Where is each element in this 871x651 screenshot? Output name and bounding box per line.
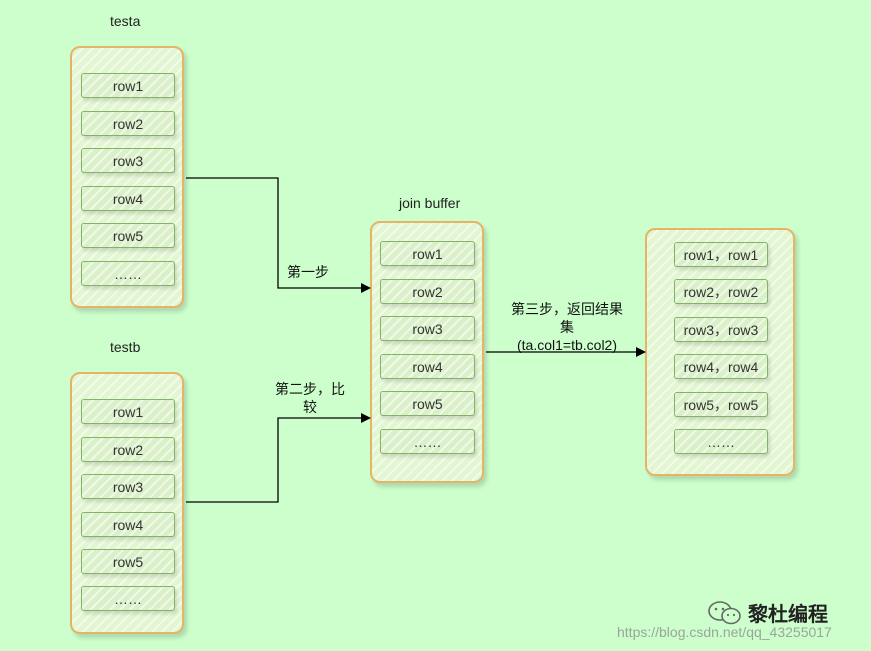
testa-row: row5 [81,223,175,248]
testa-row: row4 [81,186,175,211]
step2-arrow [186,413,371,503]
testb-row: row2 [81,437,175,462]
step2-label-line2: 较 [303,399,317,415]
join-buffer-title: join buffer [399,195,461,211]
join-buffer-row: row2 [380,279,475,304]
testb-row: row4 [81,512,175,537]
result-row: row2，row2 [674,279,768,304]
watermark-brand: 黎杜编程 [708,598,828,627]
testa-row: row1 [81,73,175,98]
testa-row: …… [81,261,175,286]
join-buffer-row: …… [380,429,475,454]
testb-row: row3 [81,474,175,499]
testa-row: row2 [81,111,175,136]
result-set: row1，row1 row2，row2 row3，row3 row4，row4 … [645,228,795,476]
testa-table: row1 row2 row3 row4 row5 …… [70,46,184,308]
step3-label: 第三步，返回结果 集 (ta.col1=tb.col2) [503,300,631,354]
testb-row: row1 [81,399,175,424]
step2-label-line1: 第二步，比 [275,381,345,397]
step2-label: 第二步，比 较 [270,380,350,416]
step1-arrow [186,177,371,293]
result-row: row3，row3 [674,317,768,342]
testb-table: row1 row2 row3 row4 row5 …… [70,372,184,634]
testb-row: …… [81,586,175,611]
testb-row: row5 [81,549,175,574]
result-row: row4，row4 [674,354,768,379]
join-buffer-row: row3 [380,316,475,341]
result-row: row1，row1 [674,242,768,267]
step3-label-line3: (ta.col1=tb.col2) [517,337,617,353]
join-buffer-row: row1 [380,241,475,266]
wechat-icon [708,600,741,624]
step3-label-line2: 集 [560,319,574,335]
result-row: …… [674,429,768,454]
result-row: row5，row5 [674,392,768,417]
join-buffer-row: row5 [380,391,475,416]
testa-title: testa [110,13,141,29]
join-buffer-row: row4 [380,354,475,379]
step3-label-line1: 第三步，返回结果 [511,301,623,317]
testb-title: testb [110,339,141,355]
testa-row: row3 [81,148,175,173]
step1-label: 第一步 [287,264,329,280]
join-buffer: row1 row2 row3 row4 row5 …… [370,221,484,483]
watermark-brand-text: 黎杜编程 [748,604,828,626]
watermark-url: https://blog.csdn.net/qq_43255017 [617,624,832,640]
